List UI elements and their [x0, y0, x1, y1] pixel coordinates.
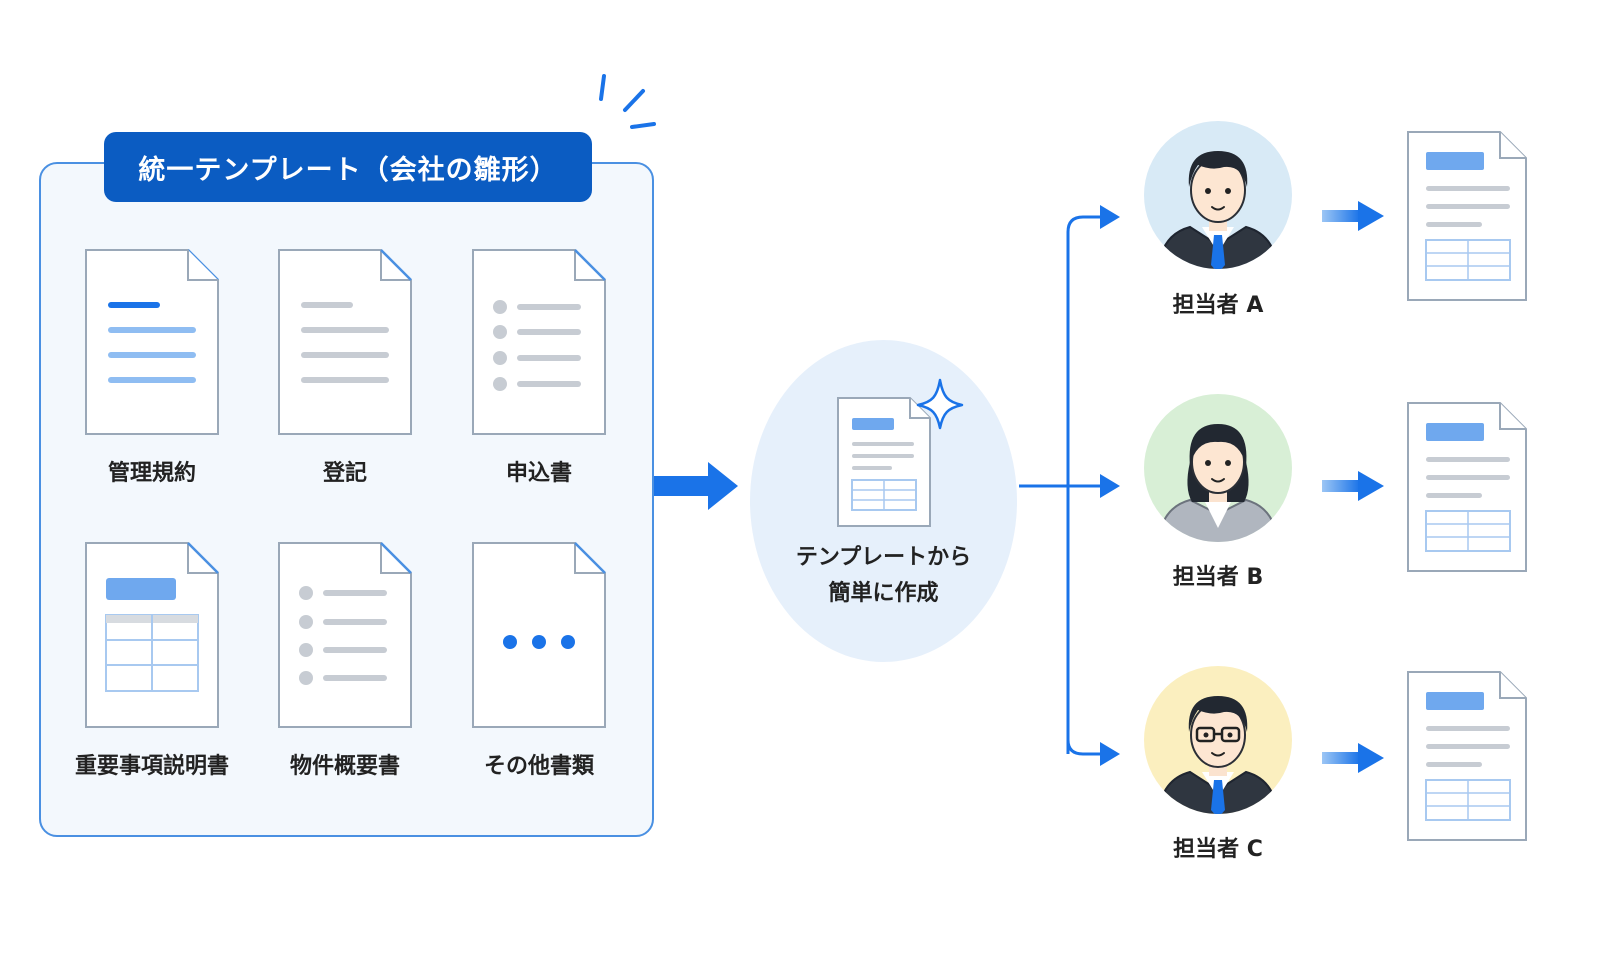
person-label-c: 担当者 C: [1173, 837, 1263, 862]
doc-label-bukken: 物件概要書: [289, 754, 400, 779]
output-arrow-c-icon: [1322, 743, 1384, 773]
output-document-a-icon: [1407, 131, 1527, 301]
center-label-line2: 簡単に作成: [828, 581, 939, 606]
doc-label-touki: 登記: [322, 461, 367, 486]
output-arrow-a-icon: [1322, 201, 1384, 231]
output-document-c-icon: [1407, 671, 1527, 841]
avatar-person-a: [1144, 121, 1292, 269]
sparkle-star-icon: [916, 378, 964, 430]
document-icon-touki: [278, 249, 412, 435]
document-icon-kanri: [85, 249, 219, 435]
person-label-b: 担当者 B: [1172, 565, 1264, 590]
document-icon-moushikomi: [472, 249, 606, 435]
center-label: テンプレートから 簡単に作成: [760, 540, 1007, 612]
branch-arrowheads: [1100, 205, 1120, 766]
branch-connector: [1019, 215, 1102, 756]
document-icon-juyou: [85, 542, 219, 728]
doc-label-juyou: 重要事項説明書: [74, 754, 229, 779]
person-label-a: 担当者 A: [1172, 293, 1264, 318]
center-label-line1: テンプレートから: [795, 545, 972, 570]
document-icon-bukken: [278, 542, 412, 728]
output-document-b-icon: [1407, 402, 1527, 572]
arrow-to-center-icon: [654, 462, 738, 510]
doc-label-kanri: 管理規約: [107, 461, 196, 486]
panel-title: 統一テンプレート（会社の雛形）: [104, 132, 592, 202]
document-icon-sonota: [472, 542, 606, 728]
sparkle-strokes-icon: [599, 74, 656, 129]
avatar-person-c: [1144, 666, 1292, 814]
doc-label-sonota: その他書類: [483, 754, 594, 779]
output-arrow-b-icon: [1322, 471, 1384, 501]
doc-label-moushikomi: 申込書: [505, 461, 572, 486]
sparkle-document-icon: [837, 397, 931, 527]
avatar-person-b: [1144, 394, 1292, 542]
